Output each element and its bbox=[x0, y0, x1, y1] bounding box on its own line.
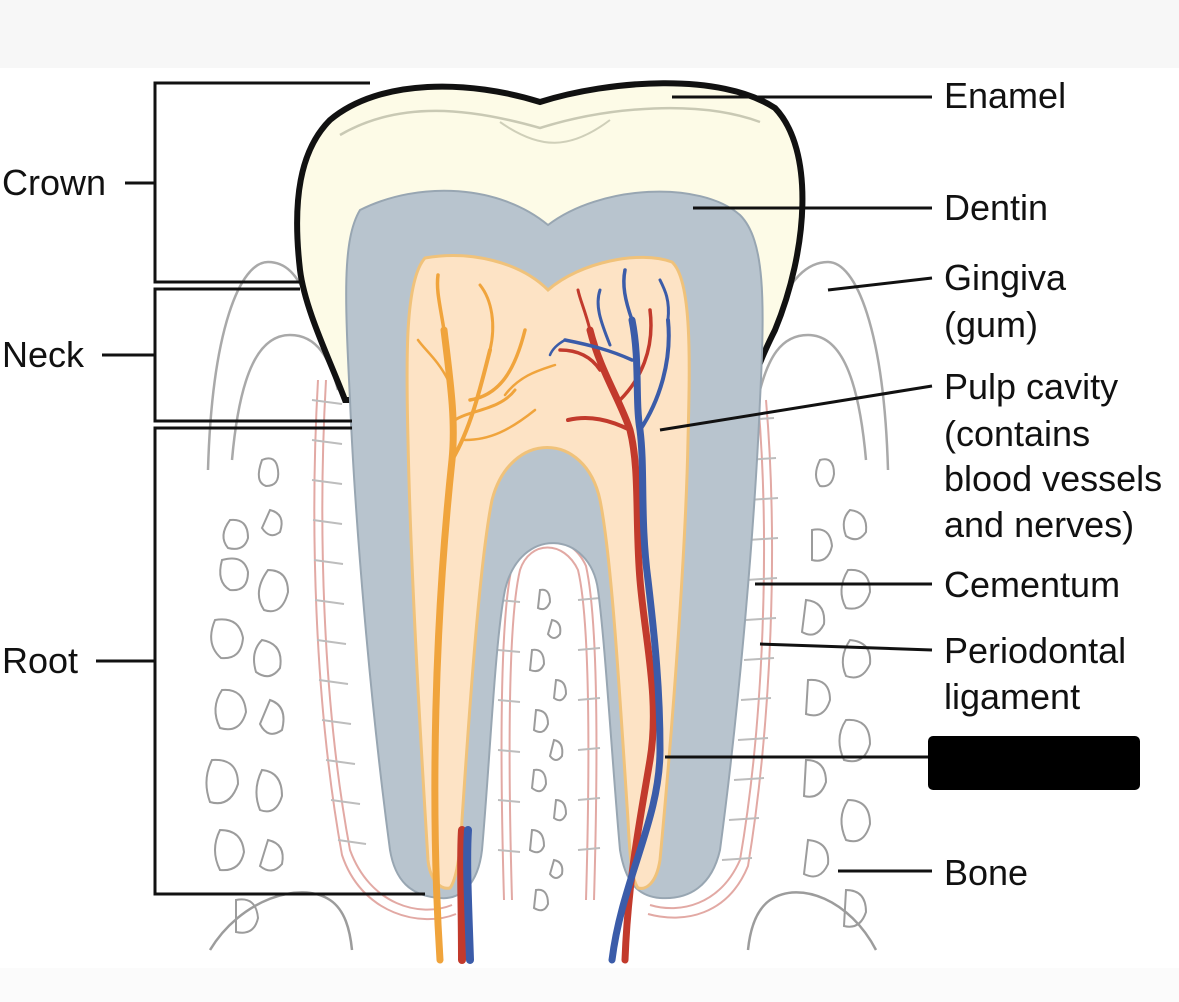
ligament-fibers bbox=[311, 399, 779, 861]
label-crown: Crown bbox=[2, 162, 107, 203]
pulp-cavity bbox=[405, 254, 691, 890]
label-gingiva-sub: (gum) bbox=[944, 304, 1039, 345]
top-margin bbox=[0, 0, 1179, 68]
redacted-label-box bbox=[928, 736, 1140, 790]
label-enamel: Enamel bbox=[944, 75, 1067, 116]
left-brackets bbox=[96, 81, 425, 896]
label-dentin: Dentin bbox=[944, 187, 1049, 228]
right-leaders bbox=[659, 95, 933, 873]
enamel-cusp-line bbox=[499, 119, 611, 144]
label-pulp-cavity: Pulp cavity bbox=[944, 366, 1119, 407]
periodontal-ligament bbox=[313, 379, 773, 921]
pulp-leader bbox=[659, 384, 933, 432]
label-neck: Neck bbox=[2, 334, 85, 375]
label-bone: Bone bbox=[944, 852, 1029, 893]
gingiva-leader bbox=[827, 276, 933, 292]
nerve bbox=[416, 273, 557, 964]
periodontal-leader bbox=[759, 642, 933, 652]
bottom-margin bbox=[0, 968, 1179, 1002]
label-root: Root bbox=[2, 640, 79, 681]
label-pulp-blood-vessels: blood vessels bbox=[944, 458, 1163, 499]
label-periodontal: Periodontal bbox=[944, 630, 1127, 671]
enamel-inner-line bbox=[339, 106, 761, 137]
bone-trabeculae bbox=[205, 457, 872, 934]
label-ligament: ligament bbox=[944, 676, 1081, 717]
label-pulp-contains: (contains bbox=[944, 413, 1091, 454]
vein bbox=[463, 268, 671, 964]
artery bbox=[457, 288, 657, 964]
label-gingiva: Gingiva bbox=[944, 257, 1067, 298]
label-cementum: Cementum bbox=[944, 564, 1121, 605]
label-pulp-nerves: and nerves) bbox=[944, 504, 1135, 545]
